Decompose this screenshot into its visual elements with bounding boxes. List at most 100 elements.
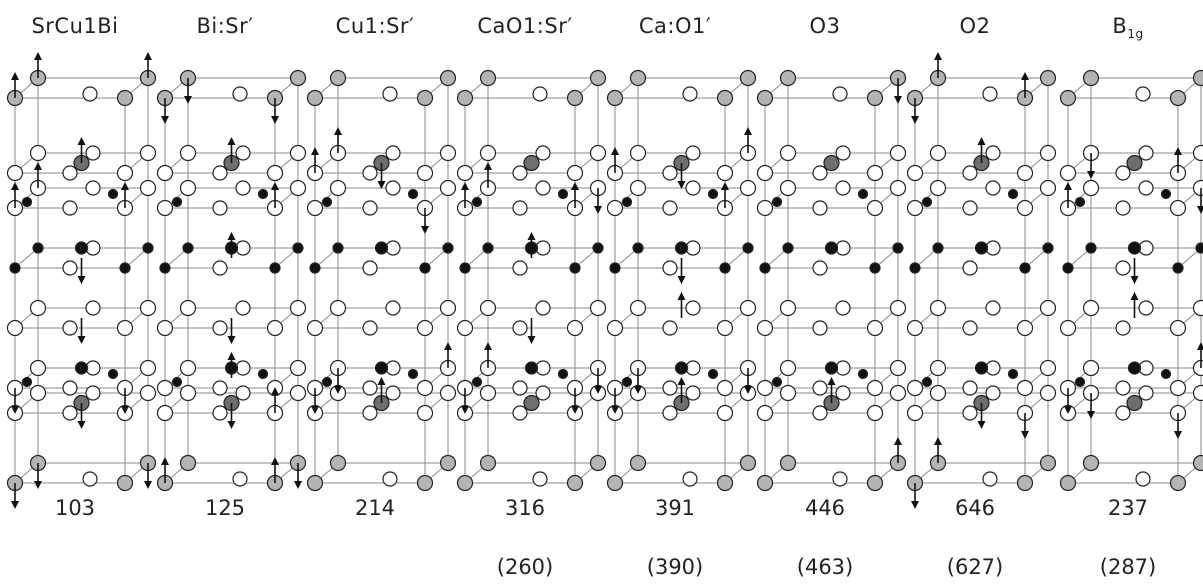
white-atom [62, 380, 78, 396]
grey-atom [1082, 69, 1100, 87]
white-atom [606, 319, 624, 337]
white-atom [889, 179, 907, 197]
dark-atom [523, 394, 540, 412]
white-atom [985, 145, 1001, 161]
white-atom [779, 144, 797, 162]
displacement-arrows [1064, 147, 1203, 439]
white-atom [329, 299, 347, 317]
grey-atom [1169, 89, 1187, 107]
unit-cell-diagram [606, 69, 757, 492]
white-atom [29, 359, 47, 377]
white-atom [929, 299, 947, 317]
white-atom [962, 200, 978, 216]
white-atom [566, 164, 584, 182]
white-atom [982, 86, 998, 102]
white-atom [606, 199, 624, 217]
black-atom [1019, 262, 1031, 274]
white-atom [532, 86, 548, 102]
white-atom [866, 404, 884, 422]
white-atom [1135, 86, 1151, 102]
black-atom [771, 196, 783, 208]
black-atom [9, 262, 21, 274]
white-atom [835, 180, 851, 196]
black-atom [321, 376, 333, 388]
black-atom [824, 241, 839, 255]
white-atom [985, 385, 1001, 401]
black-atom [782, 242, 794, 254]
black-atom [142, 242, 154, 254]
grey-atom [439, 69, 457, 87]
white-atom [982, 471, 998, 487]
black-atom [74, 361, 89, 375]
black-atom [269, 262, 281, 274]
calculated-frequency: 446 [804, 496, 846, 520]
black-atom [407, 188, 419, 200]
white-atom [289, 299, 307, 317]
grey-atom [439, 454, 457, 472]
grey-atom [1039, 454, 1057, 472]
dark-atom [523, 154, 540, 172]
displacement-arrows [311, 127, 452, 414]
white-atom [629, 299, 647, 317]
white-atom [835, 145, 851, 161]
white-atom [1082, 179, 1100, 197]
white-atom [629, 144, 647, 162]
white-atom [532, 471, 548, 487]
black-atom [1085, 242, 1097, 254]
grey-atom [479, 69, 497, 87]
black-atom [459, 262, 471, 274]
white-atom [812, 200, 828, 216]
calculated-frequency: 237 [1107, 496, 1149, 520]
white-atom [362, 165, 378, 181]
white-atom [629, 179, 647, 197]
black-atom [674, 241, 689, 255]
black-atom [719, 262, 731, 274]
dark-atom [1126, 154, 1143, 172]
black-atom [1160, 368, 1172, 380]
white-atom [962, 320, 978, 336]
white-atom [1016, 199, 1034, 217]
grey-atom [566, 89, 584, 107]
white-atom [456, 164, 474, 182]
white-atom [835, 300, 851, 316]
white-atom [6, 164, 24, 182]
white-atom [289, 179, 307, 197]
white-atom [82, 471, 98, 487]
white-atom [1082, 299, 1100, 317]
grey-atom [416, 89, 434, 107]
white-atom [439, 144, 457, 162]
white-atom [779, 179, 797, 197]
white-atom [1138, 145, 1154, 161]
white-atom [212, 165, 228, 181]
white-atom [812, 260, 828, 276]
experimental-frequency: (463) [796, 555, 854, 579]
white-atom [535, 180, 551, 196]
grey-atom [589, 69, 607, 87]
white-atom [685, 300, 701, 316]
white-atom [1169, 379, 1187, 397]
white-atom [685, 180, 701, 196]
black-atom [442, 242, 454, 254]
black-atom [632, 242, 644, 254]
cell-frame [763, 77, 900, 484]
black-atom [482, 242, 494, 254]
white-atom [662, 200, 678, 216]
white-atom [385, 300, 401, 316]
white-atom [479, 299, 497, 317]
white-atom [1115, 200, 1131, 216]
black-atom [524, 361, 539, 375]
black-atom [974, 361, 989, 375]
grey-atom [479, 454, 497, 472]
white-atom [1138, 180, 1154, 196]
grey-atom [179, 454, 197, 472]
mode-label-text: CaO1:Sr′ [477, 14, 573, 38]
white-atom [662, 380, 678, 396]
white-atom [906, 319, 924, 337]
white-atom [929, 359, 947, 377]
black-atom [107, 368, 119, 380]
white-atom [479, 144, 497, 162]
black-atom [557, 188, 569, 200]
displacement-arrows [911, 52, 1029, 509]
white-atom [716, 164, 734, 182]
